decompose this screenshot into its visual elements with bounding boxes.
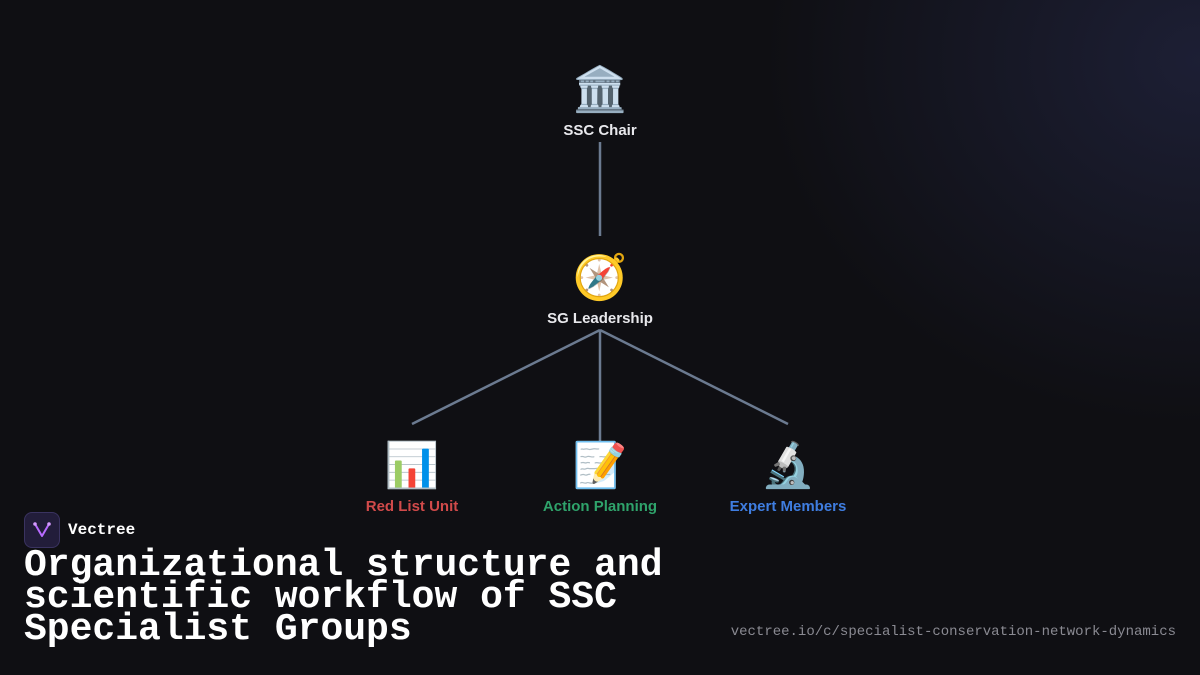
node-label: Action Planning	[542, 498, 658, 515]
memo-icon: 📝	[572, 440, 628, 491]
node-sg-leadership: 🧭 SG Leadership	[490, 252, 710, 327]
page-title: Organizational structure and scientific …	[24, 544, 663, 651]
node-label: Expert Members	[729, 498, 847, 515]
bar-chart-icon: 📊	[384, 440, 440, 491]
compass-icon: 🧭	[572, 252, 628, 303]
node-action-planning: 📝 Action Planning	[490, 440, 710, 515]
node-label: SG Leadership	[547, 310, 653, 327]
source-url: vectree.io/c/specialist-conservation-net…	[730, 624, 1176, 640]
node-ssc-chair: 🏛️ SSC Chair	[490, 64, 710, 139]
connector-middle-to-expert-members	[599, 328, 789, 426]
node-label: Red List Unit	[365, 498, 459, 515]
vectree-logo-icon	[24, 512, 60, 548]
node-red-list-unit: 📊 Red List Unit	[302, 440, 522, 515]
microscope-icon: 🔬	[760, 440, 816, 491]
brand: Vectree	[24, 512, 135, 548]
node-expert-members: 🔬 Expert Members	[678, 440, 898, 515]
brand-name: Vectree	[68, 521, 136, 539]
classical-building-icon: 🏛️	[572, 64, 628, 115]
node-label: SSC Chair	[563, 122, 637, 139]
connector-middle-to-red-list	[411, 328, 601, 426]
